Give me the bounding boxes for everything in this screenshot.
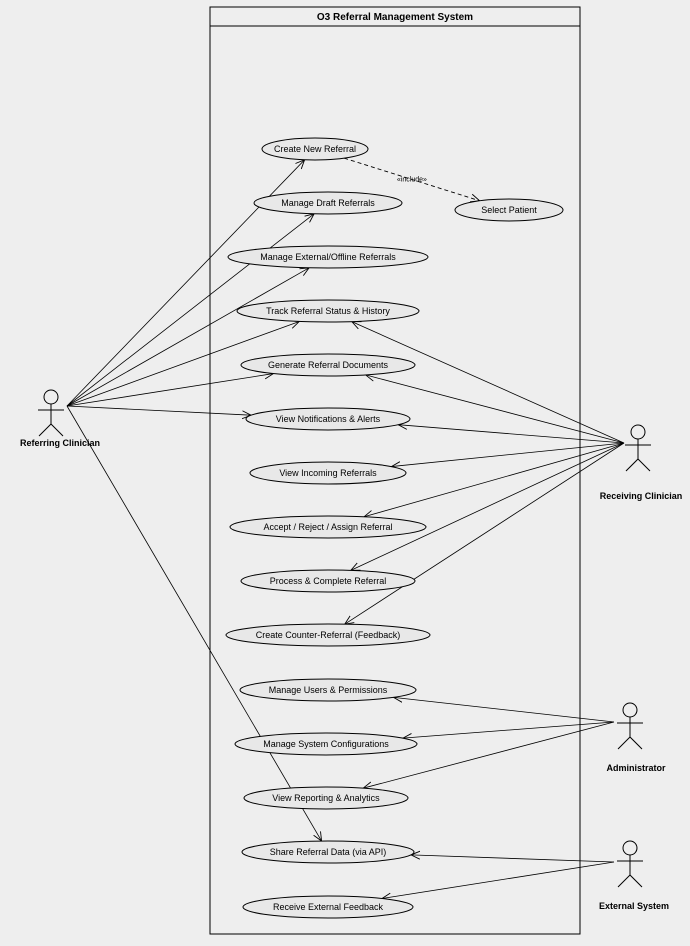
use-case-create-counter-referral-feedback[interactable]: Create Counter-Referral (Feedback): [225, 623, 431, 647]
use-case-accept-reject-assign-referral[interactable]: Accept / Reject / Assign Referral: [229, 515, 427, 539]
use-case-label: Manage Draft Referrals: [281, 198, 375, 208]
use-case-label: Track Referral Status & History: [266, 306, 390, 316]
use-case-create-new-referral[interactable]: Create New Referral: [261, 137, 369, 161]
use-case-ellipse[interactable]: [225, 623, 431, 647]
association-receiving-incoming: [391, 442, 625, 467]
association-external-share: [411, 855, 615, 863]
use-case-label: Create New Referral: [274, 144, 356, 154]
use-case-ellipse[interactable]: [236, 299, 420, 323]
use-case-label: Share Referral Data (via API): [270, 847, 387, 857]
actor-name: Referring Clinician: [20, 438, 100, 448]
use-case-label: Receive External Feedback: [273, 902, 384, 912]
use-case-label: View Notifications & Alerts: [276, 414, 381, 424]
associations: «include»: [66, 157, 625, 899]
include-stereotype-label: «include»: [397, 176, 427, 183]
use-case-ellipse[interactable]: [240, 569, 416, 593]
use-case-ellipse[interactable]: [454, 198, 564, 222]
association-receiving-track: [352, 322, 625, 444]
association-admin-users: [394, 697, 615, 723]
association-receiving-docs: [366, 375, 625, 444]
use-case-label: Process & Complete Referral: [270, 576, 387, 586]
association-receiving-accept: [364, 442, 625, 517]
association-admin-config: [403, 721, 615, 738]
association-receiving-process: [351, 442, 625, 570]
association-receiving-notif: [398, 425, 625, 444]
actor-external-system[interactable]: External System: [599, 840, 669, 911]
use-case-manage-external-offline-referrals[interactable]: Manage External/Offline Referrals: [227, 245, 429, 269]
use-case-ellipse[interactable]: [249, 461, 407, 485]
association-referring-drafts: [66, 214, 314, 407]
actor-name: Administrator: [606, 763, 666, 773]
stick-figure-icon: [617, 702, 643, 750]
use-case-ellipse[interactable]: [253, 191, 403, 215]
use-case-ellipse[interactable]: [241, 840, 415, 864]
association-referring-share: [66, 405, 322, 841]
stick-figure-icon: [625, 424, 651, 472]
use-case-label: View Reporting & Analytics: [272, 793, 380, 803]
use-case-label: Manage External/Offline Referrals: [260, 252, 396, 262]
use-case-ellipse[interactable]: [261, 137, 369, 161]
actor-referring-clinician[interactable]: Referring Clinician: [20, 389, 100, 448]
use-case-label: Accept / Reject / Assign Referral: [263, 522, 392, 532]
association-referring-notif: [66, 405, 251, 415]
actor-administrator[interactable]: Administrator: [606, 702, 666, 773]
use-case-label: Select Patient: [481, 205, 537, 215]
use-case-manage-users-permissions[interactable]: Manage Users & Permissions: [239, 678, 417, 702]
use-case-share-referral-data-via-api[interactable]: Share Referral Data (via API): [241, 840, 415, 864]
association-receiving-counter: [345, 442, 625, 624]
system-boundary: O3 Referral Management System: [209, 6, 581, 935]
use-case-label: View Incoming Referrals: [279, 468, 377, 478]
actor-receiving-clinician[interactable]: Receiving Clinician: [600, 424, 683, 501]
association-referring-track: [66, 321, 299, 407]
use-case-label: Manage Users & Permissions: [269, 685, 388, 695]
actor-name: Receiving Clinician: [600, 491, 683, 501]
use-case-manage-system-configurations[interactable]: Manage System Configurations: [234, 732, 418, 756]
use-case-label: Generate Referral Documents: [268, 360, 389, 370]
use-case-track-referral-status-history[interactable]: Track Referral Status & History: [236, 299, 420, 323]
use-case-select-patient[interactable]: Select Patient: [454, 198, 564, 222]
association-referring-docs: [66, 374, 273, 407]
use-case-ellipse[interactable]: [243, 786, 409, 810]
actor-name: External System: [599, 901, 669, 911]
use-case-ellipse[interactable]: [234, 732, 418, 756]
use-case-manage-draft-referrals[interactable]: Manage Draft Referrals: [253, 191, 403, 215]
association-admin-report: [363, 721, 615, 788]
use-case-label: Manage System Configurations: [263, 739, 389, 749]
use-case-process-complete-referral[interactable]: Process & Complete Referral: [240, 569, 416, 593]
use-case-ellipse[interactable]: [245, 407, 411, 431]
stick-figure-icon: [617, 840, 643, 888]
use-case-view-notifications-alerts[interactable]: View Notifications & Alerts: [245, 407, 411, 431]
association-referring-offline: [66, 268, 309, 407]
use-case-generate-referral-documents[interactable]: Generate Referral Documents: [240, 353, 416, 377]
use-case-ellipse[interactable]: [240, 353, 416, 377]
system-boundary-box: [209, 6, 581, 935]
use-case-receive-external-feedback[interactable]: Receive External Feedback: [242, 895, 414, 919]
system-title: O3 Referral Management System: [317, 12, 473, 23]
use-case-view-reporting-analytics[interactable]: View Reporting & Analytics: [243, 786, 409, 810]
use-case-ellipse[interactable]: [227, 245, 429, 269]
use-case-ellipse[interactable]: [239, 678, 417, 702]
use-case-label: Create Counter-Referral (Feedback): [256, 630, 401, 640]
use-case-view-incoming-referrals[interactable]: View Incoming Referrals: [249, 461, 407, 485]
include-create-patient: [344, 157, 479, 201]
use-case-ellipse[interactable]: [229, 515, 427, 539]
association-external-feedback: [382, 861, 615, 899]
stick-figure-icon: [38, 389, 64, 437]
use-case-ellipse[interactable]: [242, 895, 414, 919]
